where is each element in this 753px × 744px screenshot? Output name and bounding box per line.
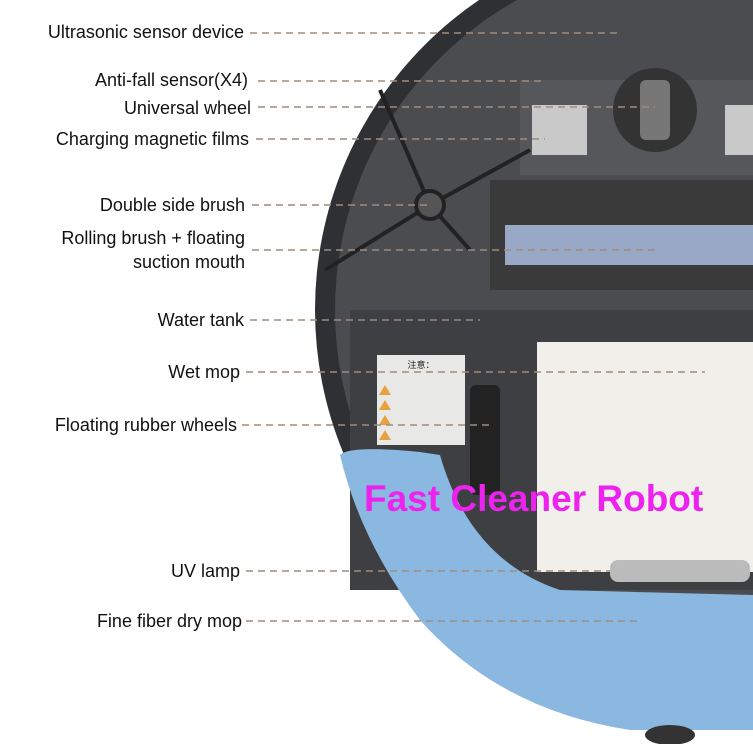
label-anti-fall-sensor: Anti-fall sensor(X4) bbox=[94, 70, 248, 90]
label-uv-lamp: UV lamp bbox=[170, 561, 240, 581]
rolling-brush bbox=[505, 225, 753, 265]
dry-mop bbox=[340, 449, 753, 730]
universal-wheel bbox=[640, 80, 670, 140]
leader-lines bbox=[242, 32, 705, 622]
label-double-side-brush: Double side brush bbox=[99, 195, 245, 215]
warning-card bbox=[377, 355, 465, 445]
charging-film-right bbox=[725, 105, 753, 155]
brand-title: Fast Cleaner Robot bbox=[364, 478, 704, 519]
uv-lamp bbox=[610, 560, 750, 582]
wet-mop bbox=[537, 342, 753, 572]
label-wet-mop: Wet mop bbox=[168, 362, 240, 382]
label-rolling-brush: Rolling brush + floating bbox=[61, 228, 245, 248]
label-ultrasonic-sensor: Ultrasonic sensor device bbox=[47, 22, 244, 42]
label-universal-wheel: Universal wheel bbox=[123, 98, 251, 118]
charging-film-left bbox=[532, 105, 587, 155]
warning-card-title: 注意： bbox=[407, 359, 434, 370]
label-suction-mouth: suction mouth bbox=[132, 252, 245, 272]
label-fine-fiber-dry-mop: Fine fiber dry mop bbox=[96, 611, 242, 631]
bottom-sensor bbox=[645, 725, 695, 744]
label-water-tank: Water tank bbox=[157, 310, 244, 330]
label-charging-magnetic-films: Charging magnetic films bbox=[55, 129, 249, 149]
side-brush bbox=[323, 89, 531, 272]
warning-icons bbox=[379, 385, 391, 440]
rubber-wheel bbox=[470, 385, 500, 495]
label-floating-rubber-wheels: Floating rubber wheels bbox=[54, 415, 237, 435]
